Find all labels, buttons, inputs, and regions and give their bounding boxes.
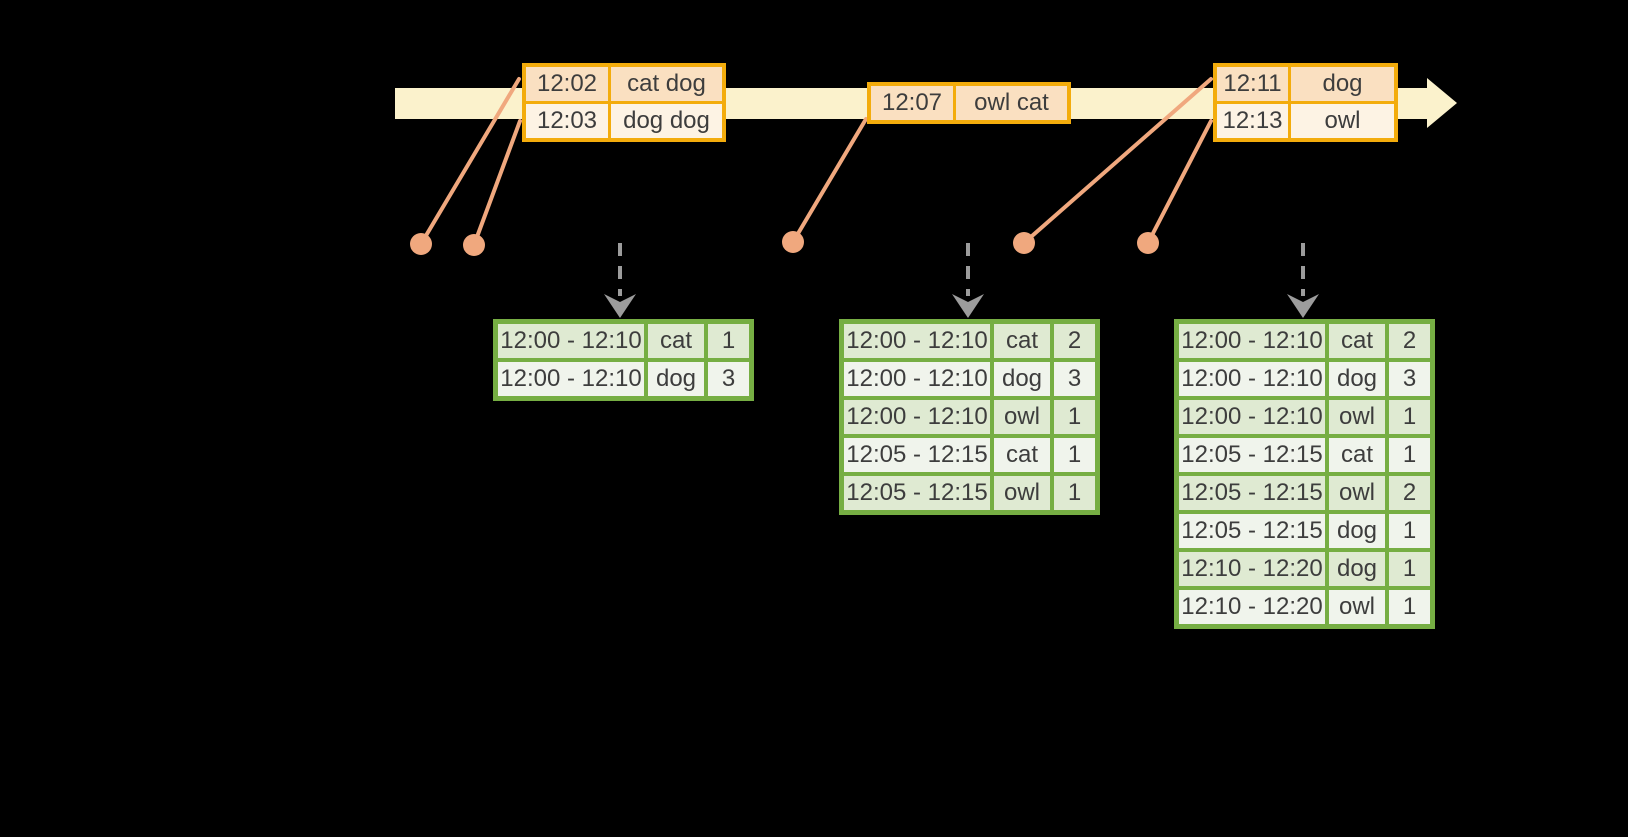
count-cell: 1	[1054, 438, 1095, 472]
event-connector-line	[791, 117, 868, 244]
count-cell: 3	[708, 362, 749, 396]
count-cell: 1	[1389, 590, 1430, 624]
event-dot	[782, 231, 804, 253]
word-cell: dog	[1329, 514, 1385, 548]
words-cell: owl	[1291, 104, 1394, 138]
window-cell: 12:10 - 12:20	[1179, 590, 1325, 624]
count-cell: 3	[1054, 362, 1095, 396]
event-connector-line	[472, 119, 522, 247]
word-cell: dog	[1329, 362, 1385, 396]
word-cell: owl	[1329, 476, 1385, 510]
window-cell: 12:00 - 12:10	[1179, 324, 1325, 358]
count-cell: 2	[1389, 476, 1430, 510]
count-cell: 1	[1054, 400, 1095, 434]
window-cell: 12:05 - 12:15	[844, 438, 990, 472]
count-cell: 1	[1389, 552, 1430, 586]
words-cell: owl cat	[956, 86, 1067, 120]
window-cell: 12:00 - 12:10	[844, 362, 990, 396]
window-cell: 12:00 - 12:10	[1179, 400, 1325, 434]
word-cell: cat	[994, 324, 1050, 358]
word-cell: dog	[1329, 552, 1385, 586]
time-cell: 12:02	[526, 67, 608, 101]
word-cell: cat	[648, 324, 704, 358]
trigger-arrowhead	[1287, 294, 1319, 318]
trigger-arrowhead	[604, 294, 636, 318]
window-cell: 12:00 - 12:10	[498, 362, 644, 396]
window-cell: 12:00 - 12:10	[844, 324, 990, 358]
count-cell: 2	[1054, 324, 1095, 358]
count-cell: 1	[1389, 438, 1430, 472]
word-cell: dog	[648, 362, 704, 396]
event-connector-line	[419, 77, 521, 246]
window-cell: 12:00 - 12:10	[844, 400, 990, 434]
event-dot	[410, 233, 432, 255]
count-cell: 1	[1389, 514, 1430, 548]
event-dot	[463, 234, 485, 256]
event-dot	[1137, 232, 1159, 254]
words-cell: dog dog	[611, 104, 722, 138]
word-cell: cat	[1329, 324, 1385, 358]
word-cell: owl	[1329, 400, 1385, 434]
window-cell: 12:05 - 12:15	[1179, 514, 1325, 548]
words-cell: cat dog	[611, 67, 722, 101]
count-cell: 3	[1389, 362, 1430, 396]
word-cell: owl	[1329, 590, 1385, 624]
words-cell: dog	[1291, 67, 1394, 101]
trigger-arrowhead	[952, 294, 984, 318]
time-cell: 12:13	[1217, 104, 1288, 138]
count-cell: 1	[708, 324, 749, 358]
window-cell: 12:05 - 12:15	[1179, 438, 1325, 472]
window-cell: 12:00 - 12:10	[498, 324, 644, 358]
count-cell: 2	[1389, 324, 1430, 358]
window-cell: 12:05 - 12:15	[1179, 476, 1325, 510]
count-cell: 1	[1054, 476, 1095, 510]
event-connector-line	[1146, 119, 1213, 245]
word-cell: owl	[994, 476, 1050, 510]
window-cell: 12:00 - 12:10	[1179, 362, 1325, 396]
event-connector-line	[1022, 77, 1213, 245]
time-cell: 12:11	[1217, 67, 1288, 101]
word-cell: owl	[994, 400, 1050, 434]
timeline-arrowhead	[1427, 78, 1457, 128]
word-cell: dog	[994, 362, 1050, 396]
time-cell: 12:03	[526, 104, 608, 138]
window-cell: 12:05 - 12:15	[844, 476, 990, 510]
word-cell: cat	[1329, 438, 1385, 472]
window-cell: 12:10 - 12:20	[1179, 552, 1325, 586]
time-cell: 12:07	[871, 86, 953, 120]
event-dot	[1013, 232, 1035, 254]
count-cell: 1	[1389, 400, 1430, 434]
word-cell: cat	[994, 438, 1050, 472]
